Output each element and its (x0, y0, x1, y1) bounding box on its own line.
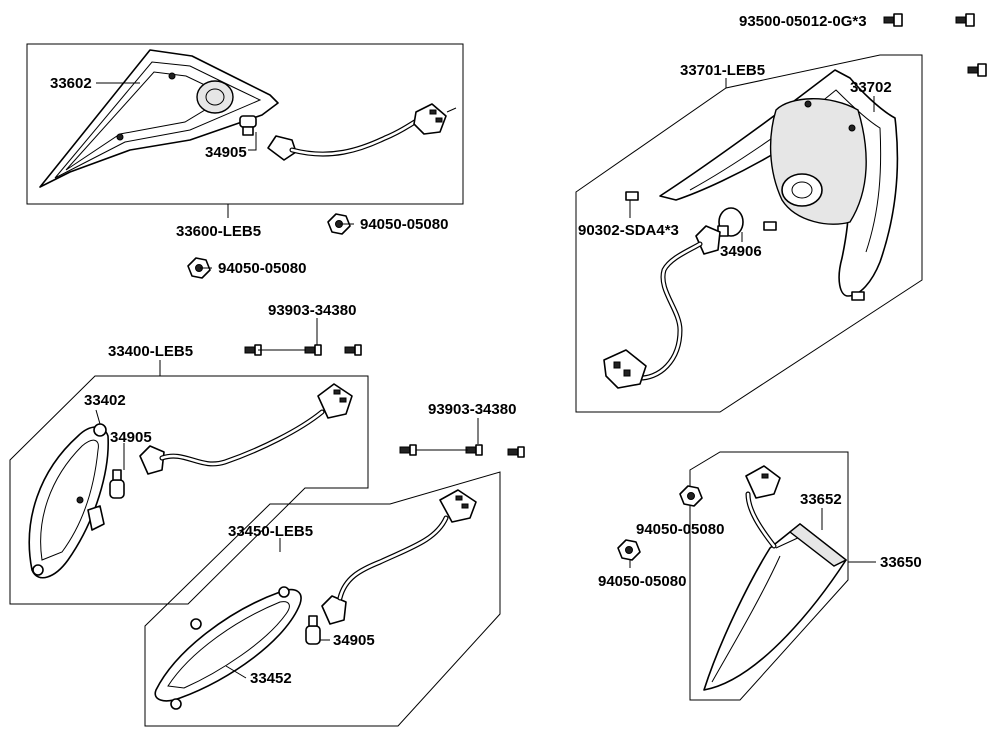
label-34905-b: 34905 (110, 429, 152, 446)
label-33450: 33450-LEB5 (228, 523, 313, 540)
label-33402: 33402 (84, 392, 126, 409)
leader-lines (95, 78, 876, 679)
label-33400: 33400-LEB5 (108, 343, 193, 360)
label-93903-b: 93903-34380 (428, 401, 516, 418)
label-33702: 33702 (850, 79, 892, 96)
bulb-34906 (717, 207, 744, 237)
label-34905-c: 34905 (333, 632, 375, 649)
label-33652: 33652 (800, 491, 842, 508)
part-labels: 33602 34905 33600-LEB5 94050-05080 94050… (50, 13, 922, 687)
label-90302: 90302-SDA4*3 (578, 222, 679, 239)
license-light-assembly-33650 (689, 451, 849, 701)
label-33600: 33600-LEB5 (176, 223, 261, 240)
label-94050-c: 94050-05080 (636, 521, 724, 538)
screws-93903-b (399, 426, 525, 458)
label-93500: 93500-05012-0G*3 (739, 13, 867, 30)
nut-94050-b (187, 257, 211, 279)
nut-94050-d (617, 539, 641, 561)
headlamp-assembly-33600 (26, 43, 464, 205)
bulb-34905-c (305, 615, 321, 645)
label-33650: 33650 (880, 554, 922, 571)
nut-94050-c (679, 485, 703, 507)
label-94050-d: 94050-05080 (598, 573, 686, 590)
bulb-34905-a (239, 115, 257, 136)
label-93903-a: 93903-34380 (268, 302, 356, 319)
screws-93500 (883, 13, 987, 77)
bulb-34905-b (109, 469, 125, 499)
turn-signal-assembly-33450 (144, 471, 501, 727)
tail-light-assembly-33701 (575, 54, 923, 413)
label-33602: 33602 (50, 75, 92, 92)
label-34906: 34906 (720, 243, 762, 260)
label-34905-a: 34905 (205, 144, 247, 161)
screws-93903-a (244, 336, 362, 356)
label-33452: 33452 (250, 670, 292, 687)
nut-94050-a (327, 213, 351, 235)
turn-signal-assembly-33400 (9, 375, 369, 605)
label-94050-b: 94050-05080 (218, 260, 306, 277)
label-94050-a: 94050-05080 (360, 216, 448, 233)
label-33701: 33701-LEB5 (680, 62, 765, 79)
